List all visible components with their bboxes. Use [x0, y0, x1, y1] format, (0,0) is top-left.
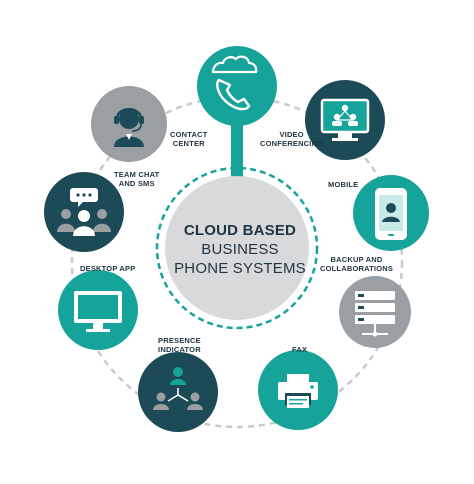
- label-backup-line-2: COLLABORATIONS: [320, 264, 394, 273]
- outer-orbit-ring: [70, 95, 404, 429]
- center-title-line-1: CLOUD BASED: [183, 222, 297, 239]
- label-video-conferencing: VIDEO CONFERENCING: [260, 130, 323, 148]
- phone-cloud-icon: [197, 46, 277, 126]
- label-desktop-line-1: DESKTOP APP: [80, 264, 136, 273]
- label-contact-center: CONTACT CENTER: [170, 130, 208, 148]
- label-video-line-2: CONFERENCING: [260, 139, 324, 148]
- label-backup-line-1: BACKUP AND: [330, 255, 383, 264]
- label-fax-line-1: FAX: [292, 345, 308, 354]
- label-mobile: MOBILE: [328, 180, 358, 189]
- presence-users-icon: [138, 352, 218, 432]
- center-title-line-3: PHONE SYSTEMS: [174, 260, 306, 277]
- phone-connector-stem: [231, 118, 243, 188]
- center-dashed-ring: [155, 166, 319, 330]
- fax-machine-icon: [258, 350, 338, 430]
- label-fax: FAX: [292, 345, 307, 354]
- label-presence-indicator: PRESENCE INDICATOR: [158, 336, 201, 354]
- label-contact-line-2: CENTER: [172, 139, 205, 148]
- label-contact-line-1: CONTACT: [170, 130, 208, 139]
- label-chat-line-1: TEAM CHAT: [114, 170, 160, 179]
- label-team-chat-sms: TEAM CHAT AND SMS: [114, 170, 159, 188]
- server-network-icon: [339, 276, 411, 348]
- video-conference-monitor-icon: [305, 80, 385, 160]
- label-desktop-app: DESKTOP APP: [80, 264, 135, 273]
- headset-agent-icon: [91, 86, 167, 162]
- label-chat-line-2: AND SMS: [118, 179, 155, 188]
- label-mobile-line-1: MOBILE: [328, 180, 359, 189]
- desktop-monitor-icon: [58, 270, 138, 350]
- label-presence-line-1: PRESENCE: [158, 336, 201, 345]
- mobile-phone-icon: [353, 175, 429, 251]
- label-video-line-1: VIDEO: [279, 130, 304, 139]
- center-title-line-2: BUSINESS: [201, 241, 279, 258]
- label-backup-collaborations: BACKUP AND COLLABORATIONS: [320, 255, 393, 273]
- team-chat-icon: [44, 172, 124, 252]
- label-presence-line-2: INDICATOR: [158, 345, 201, 354]
- center-disc: [165, 176, 309, 320]
